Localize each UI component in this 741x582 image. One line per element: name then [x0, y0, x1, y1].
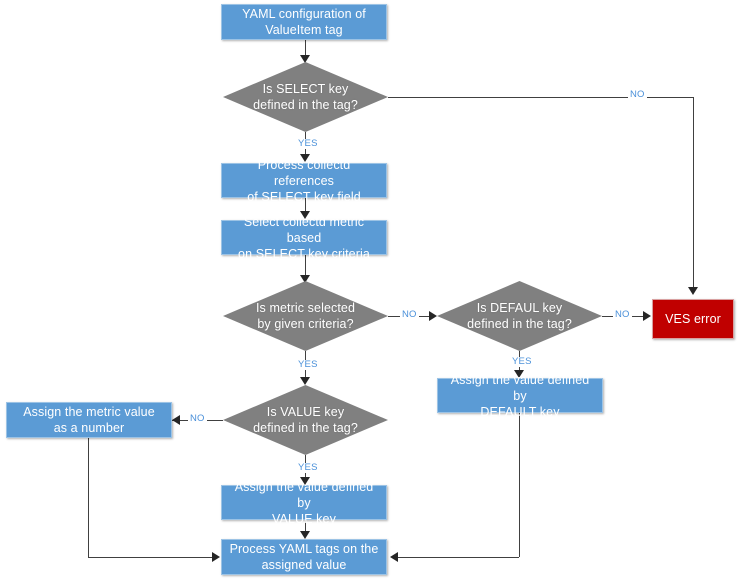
- node-ves-error[interactable]: VES error: [652, 299, 734, 339]
- node-assign-default-text: Assign the value defined by DEFAULT key: [438, 372, 602, 420]
- node-yaml-config-line1: YAML configuration of: [242, 7, 366, 21]
- edge-label-select-no: NO: [628, 89, 647, 100]
- diamond-shape-icon: [223, 281, 388, 351]
- node-defaul-key-decision[interactable]: Is DEFAUL key defined in the tag?: [437, 281, 602, 351]
- node-assign-value-line2: VALUE key: [272, 511, 336, 526]
- edge-references-to-metric: [305, 197, 306, 213]
- node-metric-selected-decision-text: Is metric selected by given criteria?: [256, 300, 355, 332]
- edge-label-defaul-no: NO: [613, 309, 632, 320]
- arrowhead-metric-to-decision: [300, 275, 310, 283]
- edge-label-value-no: NO: [188, 413, 207, 424]
- node-assign-value-line1: Assign the value defined by: [234, 479, 374, 510]
- node-value-key-decision[interactable]: Is VALUE key defined in the tag?: [223, 385, 388, 455]
- edge-select-no-vertical: [693, 97, 694, 287]
- node-select-metric[interactable]: Select collectd metric based on SELECT k…: [221, 215, 387, 261]
- node-metric-selected-decision-line2: by given criteria?: [257, 317, 354, 331]
- node-assign-metric-number-line1: Assign the metric value: [23, 405, 155, 419]
- node-yaml-config[interactable]: YAML configuration of ValueItem tag: [221, 4, 387, 40]
- node-process-references-text: Process collectd references of SELECT ke…: [222, 157, 386, 205]
- node-defaul-key-decision-text: Is DEFAUL key defined in the tag?: [467, 300, 572, 332]
- arrowhead-select-no-to-error: [688, 287, 698, 295]
- node-assign-metric-number-line2: as a number: [53, 421, 125, 435]
- node-value-key-decision-line2: defined in the tag?: [253, 421, 358, 435]
- node-metric-selected-decision[interactable]: Is metric selected by given criteria?: [223, 281, 388, 351]
- node-select-key-decision-line2: defined in the tag?: [253, 98, 358, 112]
- edge-select-no-horizontal: [388, 97, 693, 98]
- node-process-references-line1: Process collectd references: [257, 157, 351, 188]
- edge-label-metric-no: NO: [400, 309, 419, 320]
- node-select-key-decision[interactable]: Is SELECT key defined in the tag?: [223, 62, 388, 132]
- edge-label-defaul-yes: YES: [510, 356, 534, 367]
- arrowhead-default-return: [390, 552, 398, 562]
- node-assign-metric-number-text: Assign the metric value as a number: [18, 404, 160, 436]
- node-process-references-line2: of SELECT key field: [247, 189, 361, 204]
- node-select-key-decision-line1: Is SELECT key: [262, 82, 349, 96]
- node-assign-default[interactable]: Assign the value defined by DEFAULT key: [437, 373, 603, 419]
- node-process-yaml-tags-line1: Process YAML tags on the: [229, 542, 379, 556]
- arrowhead-value-no: [172, 415, 180, 425]
- node-value-key-decision-text: Is VALUE key defined in the tag?: [253, 404, 358, 436]
- node-select-metric-line1: Select collectd metric based: [243, 214, 365, 245]
- edge-label-metric-yes: YES: [296, 359, 320, 370]
- edge-metric-number-return-vertical: [88, 438, 89, 557]
- diamond-shape-icon: [223, 62, 388, 132]
- node-defaul-key-decision-line1: Is DEFAUL key: [476, 301, 563, 315]
- node-assign-metric-number[interactable]: Assign the metric value as a number: [6, 402, 172, 438]
- arrowhead-value-yes: [300, 477, 310, 485]
- node-process-yaml-tags-text: Process YAML tags on the assigned value: [225, 541, 384, 573]
- arrowhead-yaml-to-select: [300, 55, 310, 63]
- node-assign-default-line1: Assign the value defined by: [450, 372, 590, 403]
- node-value-key-decision-line1: Is VALUE key: [266, 405, 345, 419]
- node-select-key-decision-text: Is SELECT key defined in the tag?: [253, 81, 358, 113]
- node-select-metric-text: Select collectd metric based on SELECT k…: [222, 214, 386, 262]
- arrowhead-metric-yes: [300, 377, 310, 385]
- node-select-metric-line2: on SELECT key criteria: [238, 246, 370, 261]
- node-assign-value[interactable]: Assign the value defined by VALUE key: [221, 480, 387, 526]
- arrowhead-defaul-yes: [514, 370, 524, 378]
- edge-default-return-horizontal: [398, 557, 519, 558]
- node-yaml-config-line2: ValueItem tag: [265, 23, 343, 37]
- edge-assign-value-to-process: [305, 519, 306, 533]
- arrowhead-defaul-no: [643, 311, 651, 321]
- node-yaml-config-text: YAML configuration of ValueItem tag: [237, 6, 371, 38]
- edge-metric-number-return-horizontal: [88, 557, 213, 558]
- node-assign-default-line2: DEFAULT key: [480, 404, 560, 419]
- diamond-shape-icon: [223, 385, 388, 455]
- edge-label-select-yes: YES: [296, 138, 320, 149]
- edge-yaml-to-select: [305, 40, 306, 58]
- arrowhead-metric-no: [429, 311, 437, 321]
- edge-label-value-yes: YES: [296, 462, 320, 473]
- arrowhead-select-yes: [300, 154, 310, 162]
- edge-default-return-vertical: [519, 412, 520, 557]
- node-ves-error-line1: VES error: [665, 312, 721, 326]
- node-process-yaml-tags[interactable]: Process YAML tags on the assigned value: [221, 539, 387, 575]
- node-defaul-key-decision-line2: defined in the tag?: [467, 317, 572, 331]
- diamond-shape-icon: [437, 281, 602, 351]
- node-process-references[interactable]: Process collectd references of SELECT ke…: [221, 158, 387, 204]
- arrowhead-assign-value-to-process: [300, 531, 310, 539]
- edge-metric-to-decision: [305, 254, 306, 277]
- node-process-yaml-tags-line2: assigned value: [261, 558, 347, 572]
- arrowhead-metric-number-return: [212, 552, 220, 562]
- node-metric-selected-decision-line1: Is metric selected: [255, 301, 356, 315]
- node-ves-error-text: VES error: [660, 311, 726, 327]
- node-assign-value-text: Assign the value defined by VALUE key: [222, 479, 386, 527]
- arrowhead-references-to-metric: [300, 211, 310, 219]
